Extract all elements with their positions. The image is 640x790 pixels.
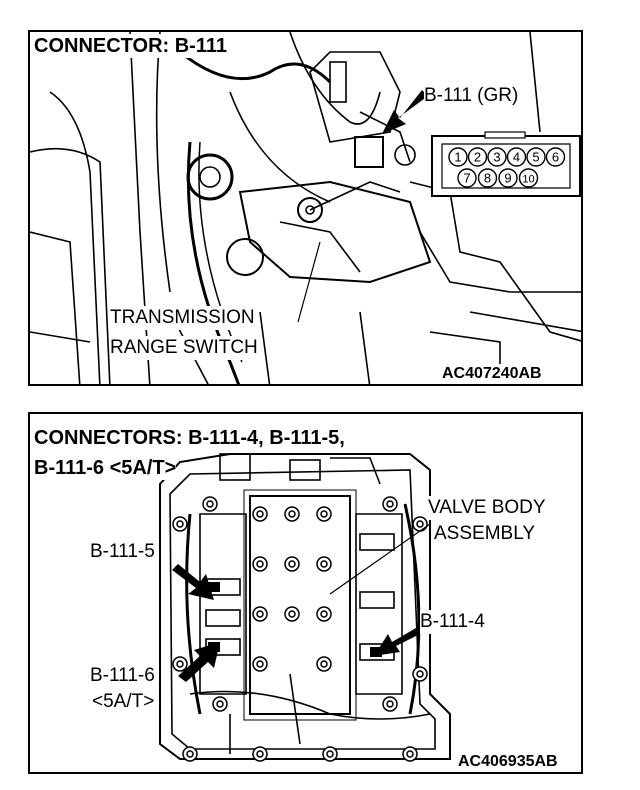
b111-6-arrow-icon bbox=[178, 642, 220, 682]
connectors-b111-4-5-6-panel: CONNECTORS: B-111-4, B-111-5, B-111-6 <5… bbox=[28, 412, 583, 774]
bolt-head-center bbox=[326, 750, 334, 758]
connector-pin-number: 9 bbox=[504, 171, 511, 186]
bolt-head-center bbox=[288, 560, 296, 568]
b111-6-label: B-111-6 bbox=[90, 664, 155, 688]
b111-4-label: B-111-4 bbox=[420, 610, 485, 634]
figure-code: AC407240AB bbox=[442, 364, 542, 384]
connector-pin-number: 6 bbox=[552, 150, 559, 165]
connector-pin bbox=[477, 168, 498, 188]
bolt-head-center bbox=[256, 560, 264, 568]
bolt-head-center bbox=[256, 610, 264, 618]
b111-arrow-icon bbox=[382, 90, 428, 134]
connector-pin bbox=[467, 147, 488, 167]
valve-body-illustration bbox=[159, 453, 451, 762]
figure-code: AC406935AB bbox=[458, 752, 558, 772]
bolt-head-center bbox=[386, 500, 394, 508]
connector-pin bbox=[498, 168, 518, 188]
bolt-head-center bbox=[386, 700, 394, 708]
valve-body-label-line2: ASSEMBLY bbox=[434, 522, 536, 546]
b111-4-arrow-icon bbox=[374, 628, 420, 656]
bolt-head-center bbox=[320, 660, 328, 668]
bolt-head-center bbox=[320, 510, 328, 518]
connector-pin bbox=[526, 147, 546, 167]
connector-pin-number: 2 bbox=[474, 150, 481, 165]
connector-b111-label: B-111 (GR) bbox=[424, 84, 519, 108]
connector-pin-number: 4 bbox=[513, 150, 520, 165]
connector-pin bbox=[487, 147, 507, 167]
bolt-head-center bbox=[206, 500, 214, 508]
bolt-head-center bbox=[288, 610, 296, 618]
panel-title-line1: CONNECTORS: B-111-4, B-111-5, bbox=[34, 426, 345, 450]
bolt-head-center bbox=[416, 670, 424, 678]
connector-pin-number: 3 bbox=[493, 150, 500, 165]
b111-5-arrow-icon bbox=[172, 564, 214, 600]
bolt-head-center bbox=[256, 750, 264, 758]
5at-label: <5A/T> bbox=[92, 690, 155, 714]
bolt-head-center bbox=[176, 660, 184, 668]
connector-pin-number: 10 bbox=[522, 174, 534, 186]
connector-pin-number: 7 bbox=[463, 171, 470, 186]
bolt-head-center bbox=[216, 700, 224, 708]
bolt-head-center bbox=[186, 750, 194, 758]
transmission-range-switch-label-line1: TRANSMISSION bbox=[110, 306, 255, 330]
panel-title: CONNECTOR: B-111 bbox=[34, 34, 228, 58]
connector-pin bbox=[545, 147, 566, 167]
b111-5-label: B-111-5 bbox=[90, 540, 155, 564]
bolt-head-center bbox=[256, 660, 264, 668]
connector-pin bbox=[457, 168, 477, 188]
connector-pin-number: 5 bbox=[532, 150, 539, 165]
bolt-head-center bbox=[256, 510, 264, 518]
valve-body-label-line1: VALVE BODY bbox=[428, 496, 546, 520]
connector-pin-number: 1 bbox=[454, 150, 461, 165]
connector-pin-number: 8 bbox=[484, 171, 491, 186]
bolt-head-center bbox=[320, 560, 328, 568]
connector-pin bbox=[506, 147, 527, 167]
bolt-head-center bbox=[416, 520, 424, 528]
panel-title-line2: B-111-6 <5A/T> bbox=[34, 456, 177, 480]
connector-pin bbox=[448, 147, 468, 167]
bolt-head-center bbox=[288, 510, 296, 518]
bolt-head-center bbox=[176, 520, 184, 528]
connector-pin bbox=[518, 168, 539, 188]
bolt-head-center bbox=[320, 610, 328, 618]
bolt-head-center bbox=[406, 750, 414, 758]
transmission-range-switch-label-line2: RANGE SWITCH bbox=[110, 336, 258, 360]
